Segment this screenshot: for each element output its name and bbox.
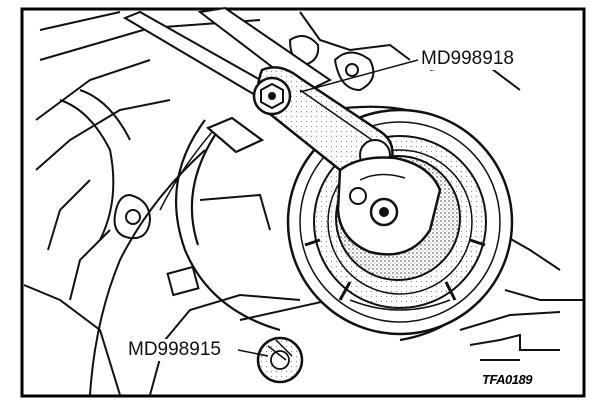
pin-tool-icon (89, 116, 304, 396)
callout-upper-tool: MD998918 (419, 48, 516, 70)
bolt-icon (369, 197, 399, 227)
wrench-bolt-icon (252, 76, 292, 116)
figure-frame (20, 7, 586, 398)
callout-lower-tool: MD998915 (126, 339, 223, 361)
leader-lines (237, 59, 419, 357)
figure-code: TFA0189 (482, 372, 532, 387)
